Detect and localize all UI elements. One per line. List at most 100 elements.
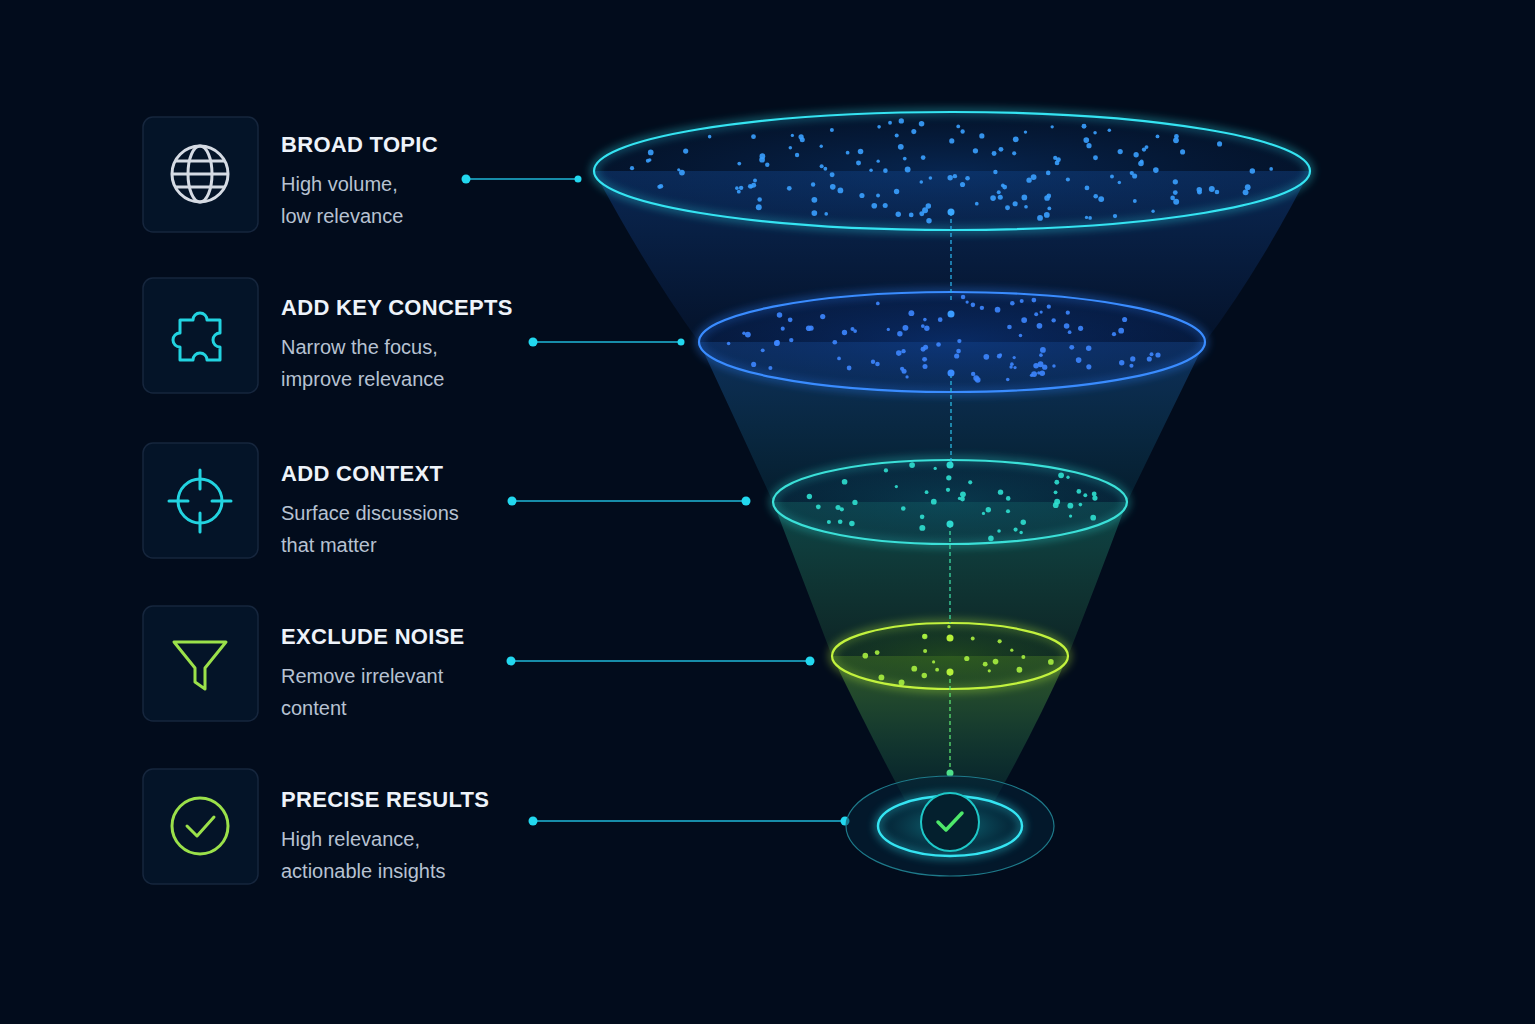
data-point (1024, 130, 1027, 133)
leader-dot (529, 817, 538, 826)
data-point (1034, 312, 1038, 316)
step-description: Remove irrelevant content (281, 660, 491, 724)
layer-glow (594, 112, 1310, 230)
data-point (1118, 149, 1123, 154)
data-point (1138, 161, 1144, 167)
data-point (919, 121, 925, 127)
step-description: Surface discussions that matter (281, 497, 491, 561)
axis-dot (947, 462, 954, 469)
data-point (1133, 199, 1137, 203)
data-point (995, 307, 1001, 313)
data-point (905, 375, 908, 378)
data-point (1010, 649, 1013, 652)
step-title: EXCLUDE NOISE (281, 623, 491, 651)
data-point (1076, 489, 1081, 494)
data-point (884, 468, 888, 472)
data-point (897, 331, 902, 336)
axis-dot (947, 669, 954, 676)
data-point (1088, 216, 1092, 220)
step-title: ADD CONTEXT (281, 460, 491, 488)
data-point (1092, 495, 1097, 500)
data-point (1093, 155, 1098, 160)
leader-dot (678, 339, 685, 346)
data-point (1129, 364, 1133, 368)
data-point (983, 662, 988, 667)
data-point (871, 203, 877, 209)
data-point (751, 362, 756, 367)
step-item: PRECISE RESULTSHigh relevance, actionabl… (281, 786, 491, 887)
axis-dot (948, 370, 955, 377)
funnel-layer (699, 292, 1205, 392)
data-point (954, 353, 959, 358)
data-point (765, 162, 769, 166)
data-points (630, 118, 1273, 685)
data-point (816, 504, 821, 509)
data-point (905, 167, 911, 173)
data-point (1026, 178, 1031, 183)
data-point (876, 194, 880, 198)
data-point (1052, 364, 1055, 367)
data-point (909, 213, 914, 218)
data-point (923, 364, 928, 369)
data-point (921, 324, 925, 328)
data-point (999, 353, 1002, 356)
data-point (988, 669, 991, 672)
data-point (1151, 209, 1154, 212)
data-point (1098, 196, 1104, 202)
leader-line (533, 820, 845, 821)
data-point (1173, 199, 1179, 205)
data-point (932, 660, 935, 663)
data-point (902, 325, 908, 331)
data-point (1031, 298, 1036, 303)
data-point (1130, 356, 1135, 361)
data-point (1010, 362, 1014, 366)
data-point (1047, 305, 1051, 309)
axis-line (949, 524, 950, 623)
data-point (777, 312, 783, 318)
data-point (998, 489, 1003, 494)
data-point (925, 490, 929, 494)
data-point (1153, 167, 1159, 173)
data-point (979, 133, 984, 138)
data-point (1068, 330, 1072, 334)
data-point (1113, 214, 1117, 218)
data-point (800, 137, 805, 142)
data-point (1079, 503, 1083, 507)
data-point (961, 295, 966, 300)
data-point (846, 151, 850, 155)
data-point (852, 500, 857, 505)
data-point (1058, 472, 1064, 478)
data-point (1006, 496, 1011, 501)
data-point (1147, 356, 1152, 361)
data-point (949, 138, 954, 143)
leader-dot (806, 657, 815, 666)
data-point (920, 515, 925, 520)
data-point (838, 519, 843, 524)
leader-line (533, 341, 681, 342)
data-point (1042, 365, 1047, 370)
axis-line (949, 672, 950, 772)
data-point (1180, 149, 1185, 154)
data-point (1019, 531, 1022, 534)
puzzle-icon (173, 313, 220, 360)
data-point (998, 195, 1003, 200)
data-point (1047, 206, 1051, 210)
data-point (820, 314, 825, 319)
data-point (1112, 332, 1116, 336)
data-point (982, 512, 985, 515)
data-point (830, 184, 836, 190)
data-point (901, 506, 906, 511)
data-point (919, 525, 925, 531)
leader-line (466, 178, 578, 179)
data-point (1119, 360, 1124, 365)
data-point (960, 129, 964, 133)
data-point (919, 180, 923, 184)
data-point (759, 157, 765, 163)
data-point (853, 329, 857, 333)
data-point (745, 332, 751, 338)
data-point (753, 179, 757, 183)
step-description: High volume, low relevance (281, 168, 421, 232)
data-point (903, 157, 907, 161)
data-point (827, 520, 831, 524)
data-point (1078, 326, 1083, 331)
